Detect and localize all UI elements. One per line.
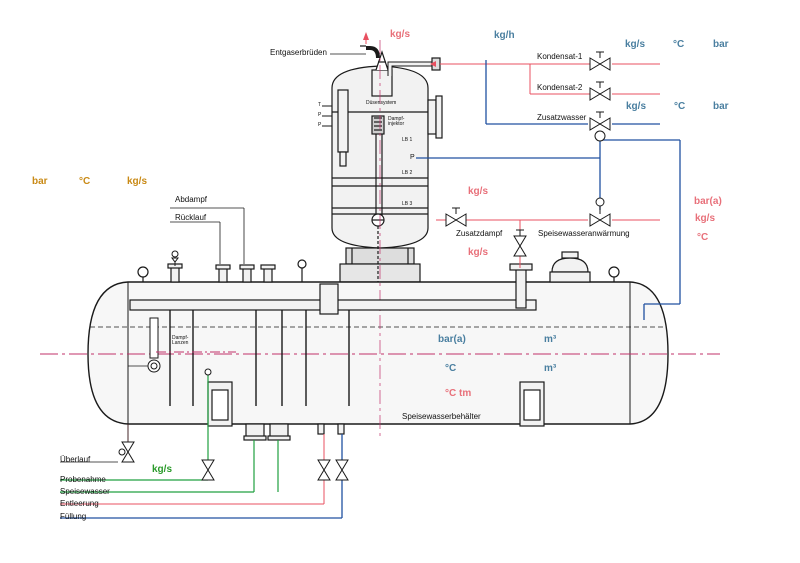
label-speisewasserbehaelter: Speisewasserbehälter	[402, 412, 481, 421]
unit-left-bar: bar	[32, 176, 48, 187]
label-dampflanzen: Dampf- Lanzen	[172, 335, 189, 346]
label-entleerung: Entleerung	[60, 499, 99, 508]
valve-fuellung	[335, 459, 349, 481]
label-abdampf: Abdampf	[175, 195, 208, 204]
unit-row2-c: °C	[674, 101, 686, 112]
label-lb3: LB 3	[402, 201, 413, 207]
unit-sample-kgs: kg/s	[152, 464, 173, 475]
label-fuellung: Füllung	[60, 512, 87, 521]
tank-level-gauge	[147, 317, 236, 373]
label-duesensystem: Düsensystem	[366, 100, 397, 106]
dome-level-gauge	[322, 105, 332, 127]
unit-left-c: °C	[79, 176, 91, 187]
label-zusatzdampf: Zusatzdampf	[456, 229, 503, 238]
tank-bottom-nozzles	[243, 423, 345, 441]
valve-ueberlauf	[121, 441, 135, 463]
dome-left-nozzle	[337, 89, 349, 167]
unit-top-kgs: kg/s	[390, 29, 411, 40]
unit-right-c: °C	[697, 232, 709, 243]
label-level-p2: P	[318, 122, 322, 128]
label-dampfinjektor: Dampf- injektor	[388, 116, 405, 127]
unit-right-kgs: kg/s	[695, 213, 716, 224]
unit-tank-ctm: °C tm	[445, 388, 472, 399]
valve-actuators	[118, 51, 606, 456]
valve-speisewasseranwaermung	[589, 213, 611, 227]
label-lb2: LB 2	[402, 170, 413, 176]
label-speisewasser: Speisewasser	[60, 487, 110, 496]
label-ueberlauf: Überlauf	[60, 455, 91, 464]
unit-row1-kgs: kg/s	[625, 39, 646, 50]
unit-left-kgs: kg/s	[127, 176, 148, 187]
unit-row1-bar: bar	[713, 39, 729, 50]
label-p-marker: P	[410, 154, 415, 161]
valve-kondensat-1	[589, 57, 611, 71]
label-level-t: T	[318, 102, 322, 108]
unit-tank-m3-1: m³	[544, 334, 557, 345]
label-level-p: P	[318, 112, 322, 118]
unit-mid-kgs: kg/s	[468, 186, 489, 197]
label-zusatzwasser: Zusatzwasser	[537, 113, 587, 122]
label-kondensat-1: Kondensat-1	[537, 52, 583, 61]
valve-kondensat-2	[589, 87, 611, 101]
unit-top-kgh: kg/h	[494, 30, 515, 41]
label-kondensat-2: Kondensat-2	[537, 83, 583, 92]
label-speisewasseranwaermung: Speisewasseranwärmung	[538, 229, 630, 238]
unit-row1-c: °C	[673, 39, 685, 50]
unit-tank-m3-2: m³	[544, 363, 557, 374]
valve-vertical-zusatz	[513, 235, 527, 257]
label-entgaserbrueden: Entgaserbrüden	[270, 48, 327, 57]
dome-manhole	[427, 95, 443, 139]
valves	[121, 57, 611, 481]
signal-lines	[60, 53, 366, 463]
label-lb1: LB 1	[402, 137, 413, 143]
piping-green	[60, 372, 279, 493]
label-probenahme: Probenahme	[60, 475, 106, 484]
label-ruecklauf: Rücklauf	[175, 213, 207, 222]
unit-zusatz-kgs: kg/s	[468, 247, 489, 258]
unit-row2-kgs: kg/s	[626, 101, 647, 112]
safety-valve	[171, 250, 179, 266]
valve-probenahme	[201, 459, 215, 481]
valve-entleerung	[317, 459, 331, 481]
outlet-boxes	[207, 381, 545, 427]
internal-header-pipe	[129, 263, 537, 315]
valve-zusatzwasser	[589, 117, 611, 131]
unit-right-bara: bar(a)	[694, 196, 722, 207]
steam-injector	[371, 115, 385, 284]
vent-stack	[360, 45, 393, 97]
steam-lances	[169, 310, 350, 406]
unit-tank-c: °C	[445, 363, 457, 374]
unit-row2-bar: bar	[713, 101, 729, 112]
flow-arrows	[363, 32, 436, 67]
valve-zusatzdampf	[445, 213, 467, 227]
unit-tank-bara: bar(a)	[438, 334, 466, 345]
vacuum-breaker	[549, 251, 591, 283]
